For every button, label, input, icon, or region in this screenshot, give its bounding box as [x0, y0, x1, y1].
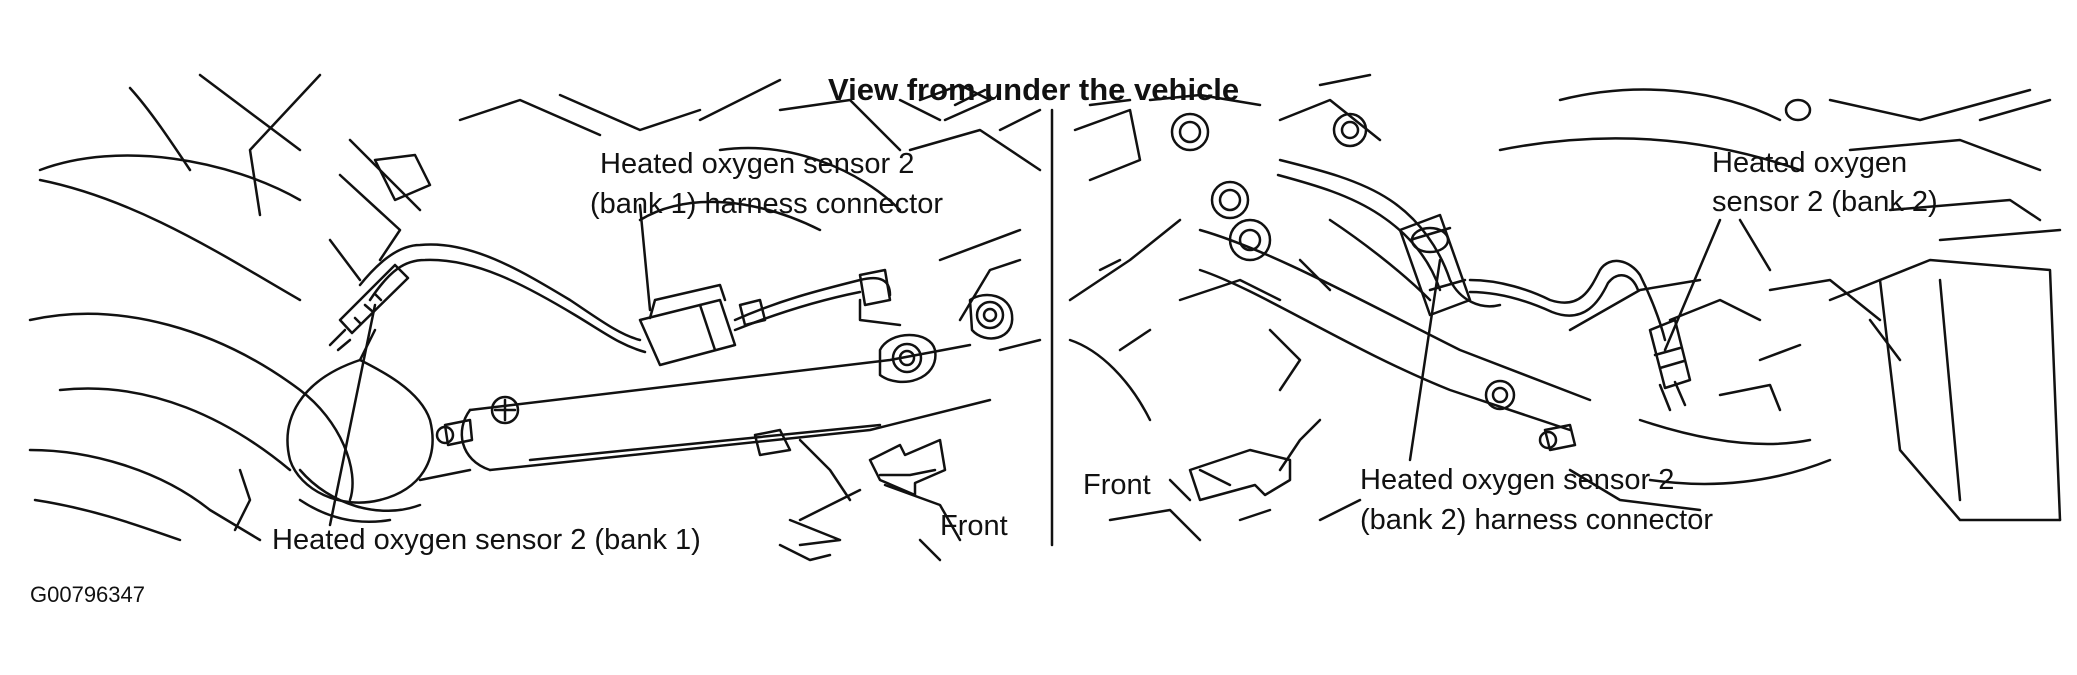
right-connector-label-line1: Heated oxygen sensor 2	[1360, 464, 1675, 496]
figure-code: G00796347	[30, 582, 145, 607]
left-connector-label-line1: Heated oxygen sensor 2	[600, 148, 915, 180]
left-panel-drawing	[28, 73, 1042, 562]
right-front-label: Front	[1083, 469, 1151, 501]
left-connector-label-line2: (bank 1) harness connector	[590, 188, 944, 220]
right-sensor-label-line2: sensor 2 (bank 2)	[1712, 186, 1938, 218]
diagram-title: View from under the vehicle	[828, 72, 1240, 107]
left-front-label: Front	[940, 510, 1008, 542]
right-sensor-label-line1: Heated oxygen	[1712, 147, 1908, 179]
right-connector-label-line2: (bank 2) harness connector	[1360, 504, 1714, 536]
right-panel-drawing	[1068, 73, 2062, 542]
left-sensor-label: Heated oxygen sensor 2 (bank 1)	[272, 524, 701, 556]
